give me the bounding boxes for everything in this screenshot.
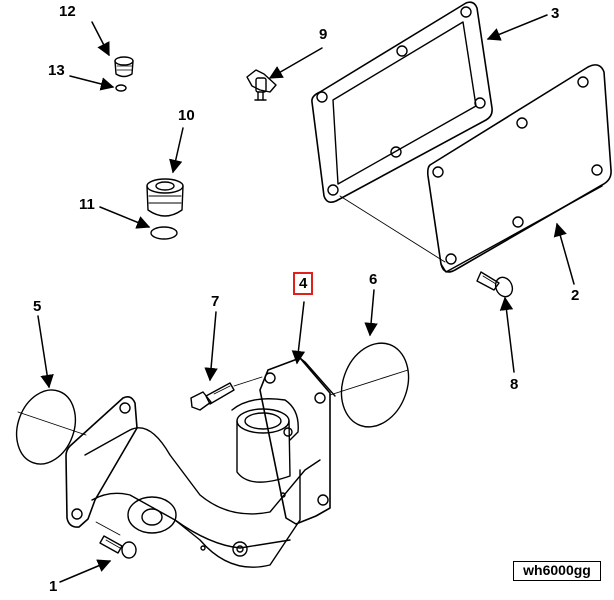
gasket-part-3 (311, 1, 493, 203)
callout-8: 8 (510, 376, 519, 393)
callout-4-highlighted: 4 (293, 272, 314, 295)
elbow-housing-part-4 (65, 357, 336, 568)
capscrew-part-7 (190, 376, 263, 411)
leader-arrows (37, 14, 575, 583)
plug-part-12 (114, 56, 134, 78)
figure-reference-code: wh6000gg (513, 561, 601, 581)
plug-part-10 (146, 178, 184, 217)
capscrew-part-1 (99, 535, 137, 559)
callout-1: 1 (49, 578, 58, 595)
callout-6: 6 (369, 271, 378, 288)
o-ring-part-13 (115, 84, 127, 92)
callout-3: 3 (551, 5, 560, 22)
capscrew-part-8 (476, 271, 514, 298)
cover-plate-part-2 (339, 64, 612, 273)
callout-10: 10 (178, 107, 195, 124)
callout-5: 5 (33, 298, 42, 315)
callout-13: 13 (48, 62, 65, 79)
gasket-disk-part-6 (329, 342, 410, 428)
connector-part-9 (246, 69, 277, 101)
callout-11: 11 (79, 196, 95, 213)
callout-9: 9 (319, 26, 328, 43)
gasket-disk-part-5 (15, 389, 87, 465)
callout-7: 7 (211, 293, 220, 310)
callout-2: 2 (571, 287, 580, 304)
callout-12: 12 (59, 3, 76, 20)
o-ring-part-11 (150, 226, 178, 240)
